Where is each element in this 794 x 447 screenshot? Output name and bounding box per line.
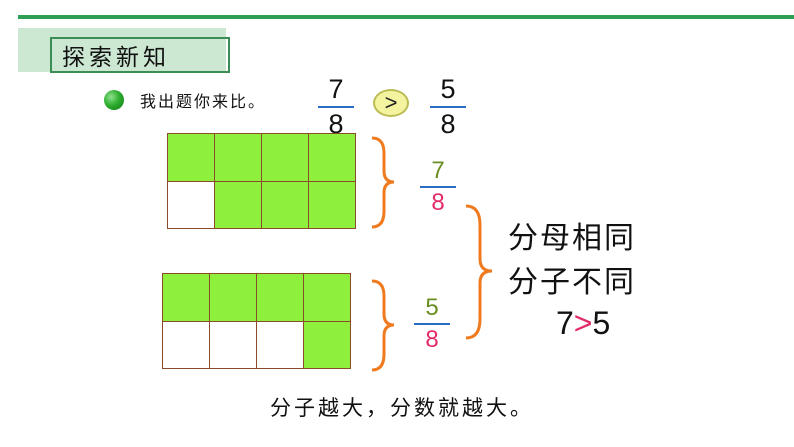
fraction-bottom-numerator: 5 <box>425 294 439 321</box>
fraction-bar <box>414 323 450 325</box>
green-bullet-icon <box>104 90 124 110</box>
title-background <box>18 28 226 72</box>
question-left-numerator: 7 <box>328 74 344 104</box>
compare-symbol-bubble: > <box>373 89 409 117</box>
fraction-top-denominator: 8 <box>431 189 445 216</box>
conclusion-text: 分子越大，分数就越大。 <box>270 396 534 420</box>
shaded-cell <box>167 133 215 182</box>
question-left-fraction: 7 8 <box>318 76 354 138</box>
shaded-cell <box>261 180 309 229</box>
empty-cell <box>167 180 215 229</box>
shaded-cell <box>209 273 257 322</box>
comparison-left-value: 7 <box>556 305 574 341</box>
page-title: 探索新知 <box>62 45 170 71</box>
shaded-cell <box>256 273 304 322</box>
shaded-cell <box>261 133 309 182</box>
empty-cell <box>162 320 210 369</box>
title-frame <box>50 37 230 73</box>
fraction-grid-bottom <box>162 273 351 369</box>
shaded-cell <box>303 273 351 322</box>
fraction-bottom-denominator: 8 <box>425 326 439 353</box>
fraction-bottom: 5 8 <box>414 296 450 352</box>
fraction-top: 7 8 <box>420 159 456 215</box>
shaded-cell <box>308 180 356 229</box>
shaded-cell <box>308 133 356 182</box>
prompt-text: 我出题你来比。 <box>140 92 267 111</box>
explanation-different-numerator: 分子不同 <box>508 265 636 300</box>
fraction-bar <box>420 186 456 188</box>
brace-bottom-icon <box>371 279 395 372</box>
numerator-comparison: 7>5 <box>556 305 610 342</box>
empty-cell <box>209 320 257 369</box>
shaded-cell <box>214 133 262 182</box>
empty-cell <box>256 320 304 369</box>
shaded-cell <box>214 180 262 229</box>
fraction-bar <box>430 106 466 108</box>
header-rule <box>18 15 794 19</box>
question-left-denominator: 8 <box>328 109 344 139</box>
question-right-numerator: 5 <box>440 74 456 104</box>
comparison-symbol: > <box>573 305 593 341</box>
comparison-right-value: 5 <box>592 305 611 341</box>
shaded-cell <box>303 320 351 369</box>
shaded-cell <box>162 273 210 322</box>
fraction-grid-top <box>167 133 356 229</box>
fraction-top-numerator: 7 <box>431 157 445 184</box>
brace-combined-icon <box>465 204 493 340</box>
question-right-denominator: 8 <box>440 109 456 139</box>
fraction-bar <box>318 106 354 108</box>
explanation-same-denominator: 分母相同 <box>508 221 636 256</box>
question-right-fraction: 5 8 <box>430 76 466 138</box>
brace-top-icon <box>371 136 395 229</box>
